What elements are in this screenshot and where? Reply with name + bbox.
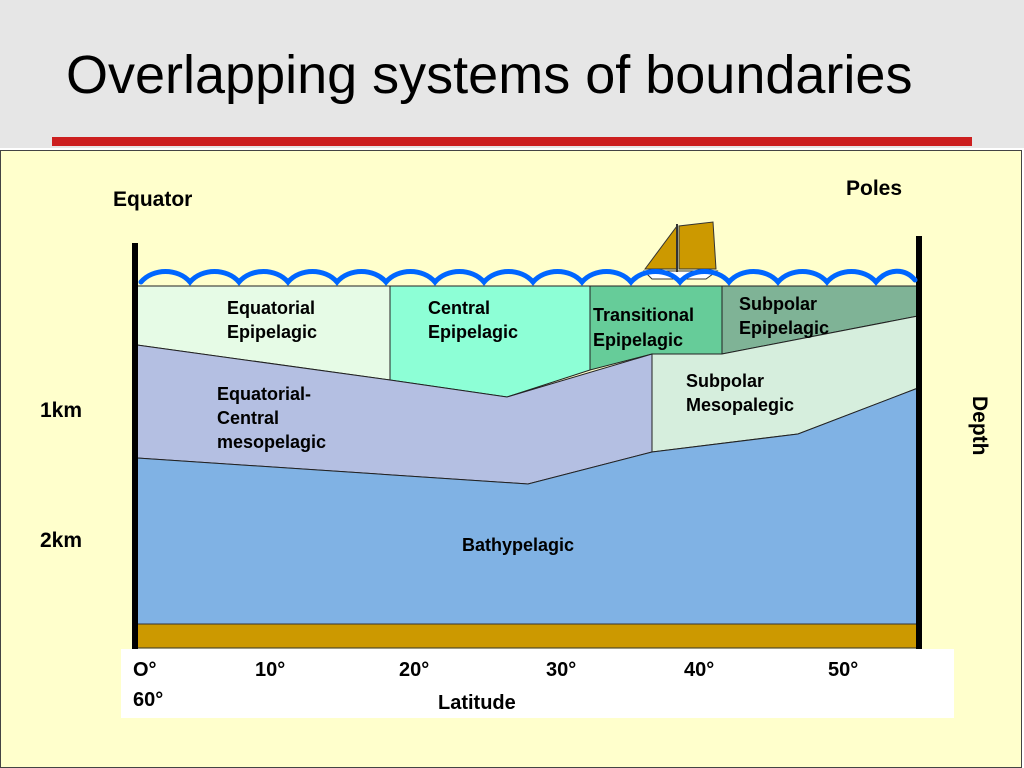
zone-label-line: Equatorial (227, 298, 316, 318)
depth-axis-label: Depth (968, 396, 991, 456)
depth-2km-label: 2km (40, 529, 83, 552)
zone-label-subpolar-epipelagic: Subpolar Epipelagic (739, 292, 829, 340)
zone-label-line: Epipelagic (593, 330, 684, 350)
zone-label-line: Central (428, 298, 491, 318)
latitude-tick: O° (133, 659, 157, 681)
accent-divider (52, 137, 972, 146)
zone-label-equatorial-central-mesopelagic: Equatorial- Central mesopelagic (217, 382, 326, 454)
zone-label-line: Mesopalegic (686, 395, 795, 415)
slide-title: Overlapping systems of boundaries (66, 45, 913, 105)
sea-surface-waves (138, 268, 918, 286)
latitude-axis-title: Latitude (438, 692, 516, 714)
zone-label-line: Equatorial- (217, 384, 312, 404)
zone-label-line: Epipelagic (739, 318, 830, 338)
boat-icon (642, 221, 719, 280)
zone-label-central-epipelagic: Central Epipelagic (428, 296, 518, 344)
zone-label-line: Central (217, 408, 280, 428)
zone-central-epipelagic (389, 285, 591, 398)
depth-1km-label: 1km (40, 399, 83, 422)
latitude-tick: 60° (133, 689, 164, 711)
latitude-axis: O° 10° 20° 30° 40° 50° 60° Latitude (121, 649, 954, 718)
zone-label-equatorial-epipelagic: Equatorial Epipelagic (227, 296, 317, 344)
zone-label-line: Epipelagic (227, 322, 318, 342)
zone-label-transitional-epipelagic: Transitional Epipelagic (593, 303, 694, 353)
zone-label-subpolar-mesopalegic: Subpolar Mesopalegic (686, 369, 794, 417)
latitude-tick: 30° (546, 659, 577, 681)
equator-label: Equator (113, 188, 193, 211)
zone-label-line: mesopelagic (217, 432, 327, 452)
poles-label: Poles (846, 177, 903, 200)
sea-floor (132, 623, 920, 649)
zone-label-line: Epipelagic (428, 322, 519, 342)
latitude-tick: 40° (684, 659, 715, 681)
title-bar (0, 0, 1024, 148)
zone-label-line: Subpolar (686, 371, 765, 391)
zone-label-line: Subpolar (739, 294, 818, 314)
latitude-tick: 10° (255, 659, 286, 681)
zone-label-line: Transitional (593, 305, 695, 325)
zone-label-line: Bathypelagic (462, 535, 575, 555)
latitude-tick: 20° (399, 659, 430, 681)
latitude-tick: 50° (828, 659, 859, 681)
zone-label-bathypelagic: Bathypelagic (462, 535, 574, 556)
